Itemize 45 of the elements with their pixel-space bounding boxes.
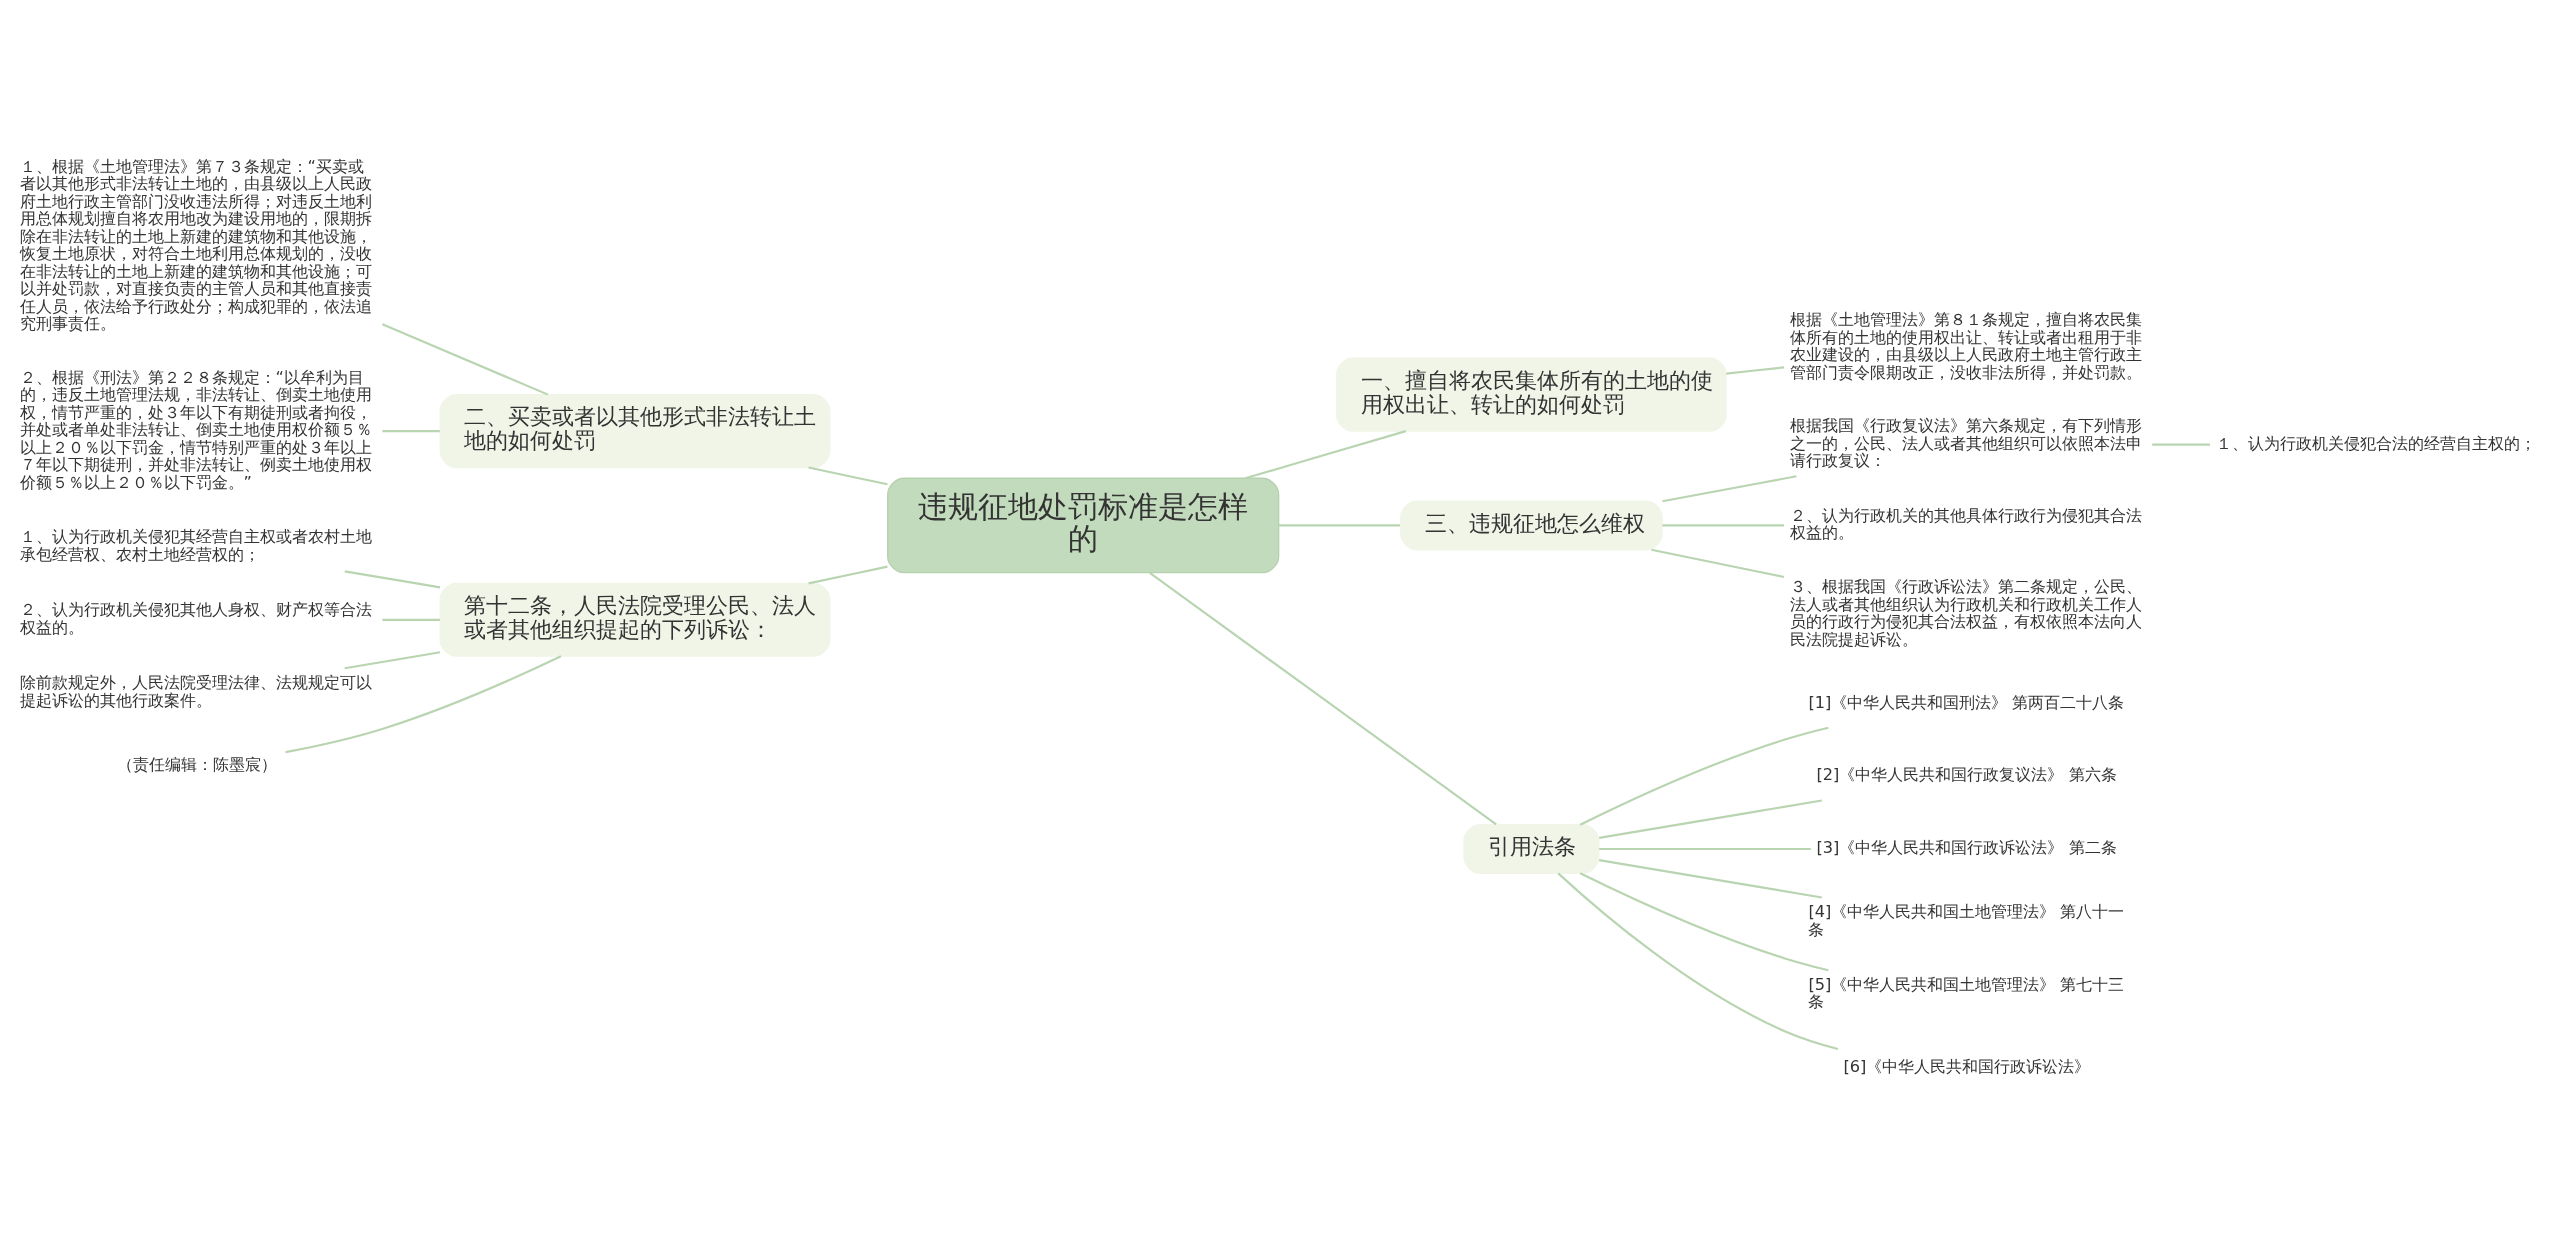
connector (1579, 726, 1829, 826)
connector (1651, 548, 1785, 578)
connector (1662, 474, 1797, 502)
connector (381, 322, 549, 396)
connector (1278, 523, 1400, 527)
connector (1662, 523, 1785, 527)
connector (1245, 429, 1407, 479)
node-box: 第十二条，人民法院受理公民、法人或者其他组织提起的下列诉讼： (439, 582, 831, 657)
connector (382, 429, 440, 432)
connector (1149, 571, 1497, 825)
connector (1599, 858, 1822, 898)
node-box: 二、买卖或者以其他形式非法转让土地的如何处罚 (439, 393, 831, 468)
node-text: ２、根据《刑法》第２２８条规定：“以牟利为目的，违反土地管理法规，非法转让、倒卖土地使用权，情节严重的，处３年以下有期徒刑或者拘役，并处或者单处非法转让、倒卖土地使用权价额５％以上２０％以下罚金，情节特别严重的处３年以上７年以下期徒刑，并处非法转让、例卖土地使用权价额５％以上２０％以下罚金。” (19, 367, 372, 492)
node-text: １、认为行政机关侵犯合法的经营自主权的； (2215, 433, 2536, 453)
node-box: 三、违规征地怎么维权 (1399, 500, 1663, 550)
connector (344, 650, 441, 669)
connector (1579, 871, 1829, 971)
connector (1599, 798, 1822, 839)
node-text: [1]《中华人民共和国刑法》 第两百二十八条 (1808, 692, 2125, 712)
node-text: 除前款规定外，人民法院受理法律、法规规定可以提起诉讼的其他行政案件。 (19, 672, 372, 710)
node-text: [6]《中华人民共和国行政诉讼法》 (1843, 1056, 2091, 1076)
connector (2152, 443, 2210, 446)
node-text: [4]《中华人民共和国土地管理法》 第八十一条 (1808, 901, 2125, 939)
connector (1726, 365, 1785, 375)
node-box: 违规征地处罚标准是怎样的 (887, 477, 1280, 573)
node-text: [2]《中华人民共和国行政复议法》 第六条 (1816, 764, 2117, 784)
connector (344, 569, 441, 588)
node-text: [3]《中华人民共和国行政诉讼法》 第二条 (1816, 837, 2117, 857)
connector (285, 654, 562, 753)
node-text: 根据《土地管理法》第８１条规定，擅自将农民集体所有的土地的使用权出让、转让或者出租用于非农业建设的，由县级以上人民政府土地主管行政主管部门责令限期改正，没收非法所得，并处罚款。 (1789, 309, 2142, 382)
node-text: 根据我国《行政复议法》第六条规定，有下列情形之一的，公民、法人或者其他组织可以依照本法申请行政复议： (1789, 415, 2142, 470)
node-text: [5]《中华人民共和国土地管理法》 第七十三条 (1808, 974, 2125, 1011)
node-text: ２、认为行政机关的其他具体行政行为侵犯其合法权益的。 (1789, 505, 2142, 542)
node-text: ２、认为行政机关侵犯其他人身权、财产权等合法权益的。 (19, 599, 372, 637)
connector (1599, 847, 1811, 850)
connector (808, 466, 888, 485)
node-text: １、根据《土地管理法》第７３条规定：“买卖或者以其他形式非法转让土地的，由县级以上人民政府土地行政主管部门没收违法所得；对违反土地利用总体规划擅自将农用地改为建设用地的，限期拆除在非法转让的土地上新建的建筑物和其他设施，恢复土地原状，对符合土地利用总体规划的，没收在非法转让的土地上新建的建筑物和其他设施；可以并处罚款，对直接负责的主管人员和其他直接责任人员，依法给予行政处分；构成犯罪的，依法追究刑事责任。 (19, 156, 372, 333)
node-text: （责任编辑：陈墨宸） (116, 754, 277, 774)
node-box: 一、擅自将农民集体所有的土地的使用权出让、转让的如何处罚 (1335, 357, 1727, 432)
node-text: １、认为行政机关侵犯其经营自主权或者农村土地承包经营权、农村土地经营权的； (19, 526, 372, 564)
node-box: 引用法条 (1463, 823, 1600, 874)
connector (382, 618, 440, 621)
node-text: ３、根据我国《行政诉讼法》第二条规定，公民、法人或者其他组织认为行政机关和行政机关工作人员的行政行为侵犯其合法权益，有权依照本法向人民法院提起诉讼。 (1789, 576, 2142, 649)
connector (1557, 872, 1839, 1050)
connector (808, 565, 888, 584)
